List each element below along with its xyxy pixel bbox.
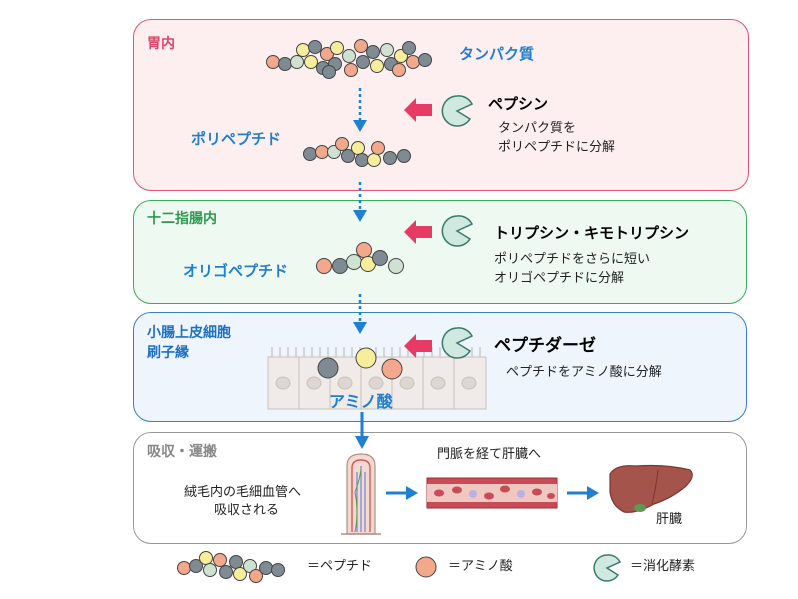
dotted-arrow-3 [353,294,367,334]
pink-arrow-2 [404,220,432,244]
duodenum-panel [133,200,747,304]
pepsin-name: ペプシン [488,95,549,113]
legend-peptide-icon [177,551,285,583]
absorption-desc-line2: 吸収される [214,503,280,518]
liver-illustration [609,464,693,513]
pink-arrow-3 [404,334,432,358]
blue-arrow-right-2 [567,486,599,500]
stomach-label: 胃内 [147,36,175,52]
duodenum-label: 十二指腸内 [147,211,217,227]
villus-illustration [341,453,381,535]
absorption-label: 吸収・運搬 [147,444,217,460]
protein-chain [266,39,432,79]
dotted-arrow-2 [353,182,367,222]
intestine-label-line2: 刷子縁 [147,345,189,361]
oligopeptide-chain [316,242,404,274]
pink-arrow-1 [404,98,432,122]
dotted-arrow-1 [353,88,367,132]
polypeptide-text: ポリペプチド [191,130,282,148]
portal-vein-text: 門脈を経て肝臓へ [437,447,542,462]
legend-amino-acid-label: ＝アミノ酸 [448,559,513,574]
blue-arrow-right-1 [386,486,418,500]
pepsin-enzyme-icon [441,95,474,127]
peptidase-desc: ペプチドをアミノ酸に分解 [506,365,662,380]
liver-text: 肝臓 [656,512,683,527]
legend-amino-acid-icon [415,556,437,578]
trypsin-enzyme-icon [441,215,474,247]
peptidase-name: ペプチダーゼ [494,336,596,356]
epithelium-cells [267,347,487,410]
protein-text: タンパク質 [459,45,535,63]
trypsin-name: トリプシン・キモトリプシン [494,224,690,242]
polypeptide-chain [303,137,411,167]
pepsin-desc-line1: タンパク質を [498,121,577,136]
trypsin-desc-line1: ポリペプチドをさらに短い [494,252,651,267]
absorption-desc-line1: 絨毛内の毛細血管へ [184,485,302,500]
legend-enzyme-icon [593,554,622,582]
trypsin-desc-line2: オリゴペプチドに分解 [494,271,625,286]
legend-enzyme-label: ＝消化酵素 [630,559,696,574]
peptidase-enzyme-icon [441,327,474,359]
blood-vessel [426,477,558,509]
pepsin-desc-line2: ポリペプチドに分解 [498,140,616,155]
intestine-label-line1: 小腸上皮細胞 [147,325,231,341]
amino-acid-beads [317,347,403,380]
legend-peptide-label: ＝ペプチド [307,559,373,574]
stomach-panel [133,19,749,191]
oligopeptide-text: オリゴペプチド [183,262,289,280]
amino-acid-text: アミノ酸 [329,392,393,411]
solid-arrow-down [355,412,369,449]
